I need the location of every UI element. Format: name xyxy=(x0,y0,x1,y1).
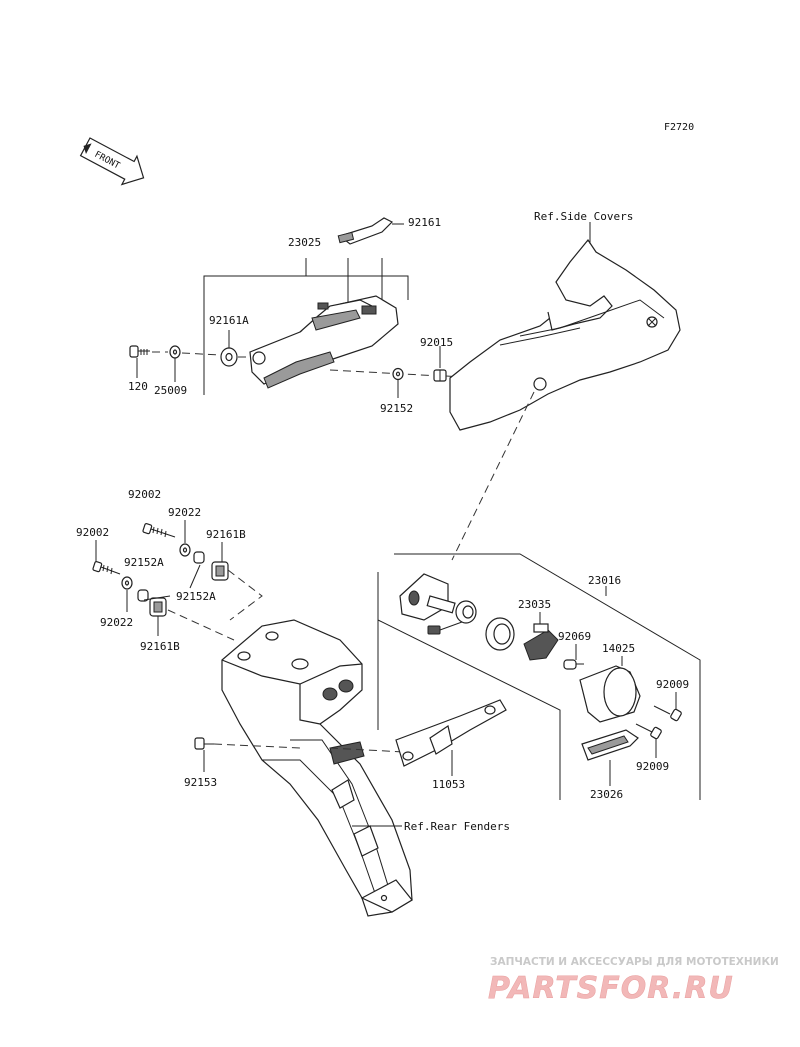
ref-side-cover-outline xyxy=(449,238,681,431)
label-92009-a: 92009 xyxy=(656,678,689,691)
label-11053: 11053 xyxy=(432,778,465,791)
label-92069: 92069 xyxy=(558,630,591,643)
label-23016: 23016 xyxy=(588,574,621,587)
axis-fasteners-lower xyxy=(167,609,235,641)
label-92022-a: 92022 xyxy=(168,506,201,519)
part-92161B-grommet-upper xyxy=(211,561,229,581)
label-92161A: 92161A xyxy=(209,314,249,327)
label-92002-a: 92002 xyxy=(128,488,161,501)
part-92153-screw xyxy=(194,737,214,750)
leader-92152A-upper xyxy=(189,564,201,589)
part-14025-lens xyxy=(579,665,641,723)
label-23035: 23035 xyxy=(518,598,551,611)
part-92002-bolt-lower xyxy=(92,561,121,575)
part-120-bolt xyxy=(129,345,150,358)
label-92152: 92152 xyxy=(380,402,413,415)
part-92022-washer-upper xyxy=(179,543,191,557)
part-license-plate-bracket xyxy=(221,619,413,917)
part-92069-bulb xyxy=(563,659,584,670)
label-14025: 14025 xyxy=(602,642,635,655)
part-92002-bolt-upper xyxy=(142,523,176,538)
leader-92152A-lower xyxy=(143,595,171,601)
part-taillight-mounting-flange xyxy=(399,573,456,621)
axis-fasteners-upper xyxy=(227,569,263,621)
part-wire-connector xyxy=(427,621,463,635)
front-direction-arrow-icon: FRONT xyxy=(79,137,145,186)
group-bracket-23016-mid xyxy=(377,619,561,800)
axis-cover-to-taillight xyxy=(451,391,535,561)
part-23026-reflector xyxy=(581,729,639,761)
label-ref-side-covers: Ref.Side Covers xyxy=(534,210,633,223)
label-120: 120 xyxy=(128,380,148,393)
label-ref-rear-fenders: Ref.Rear Fenders xyxy=(404,820,510,833)
label-92015: 92015 xyxy=(420,336,453,349)
label-92022-b: 92022 xyxy=(100,616,133,629)
figure-code: F2720 xyxy=(664,122,694,133)
label-23025: 23025 xyxy=(288,236,321,249)
label-92002-b: 92002 xyxy=(76,526,109,539)
label-25009: 25009 xyxy=(154,384,187,397)
part-23035-bulb-socket xyxy=(523,623,559,661)
group-bracket-23016-right xyxy=(394,553,701,800)
watermark-tagline: ЗАПЧАСТИ И АКСЕССУАРЫ ДЛЯ МОТОТЕХНИКИ xyxy=(490,956,779,968)
axis-92153 xyxy=(213,743,301,749)
part-92015-nut xyxy=(433,369,447,382)
label-92161B-a: 92161B xyxy=(206,528,246,541)
part-92152A-spacer-lower xyxy=(137,589,149,602)
label-92009-b: 92009 xyxy=(636,760,669,773)
axis-92152-92015 xyxy=(329,369,441,377)
part-92022-washer-lower xyxy=(121,576,133,590)
label-92153: 92153 xyxy=(184,776,217,789)
part-11053-plate-bracket xyxy=(395,699,507,767)
part-92009-screw-lower xyxy=(635,723,662,740)
watermark-brand: PARTSFOR.RU xyxy=(488,971,734,1006)
part-92161-rubber-tab xyxy=(337,217,394,245)
part-23025-grab-rail xyxy=(249,295,399,389)
part-92009-screw-upper xyxy=(653,705,682,722)
part-92161A-collar xyxy=(220,347,238,367)
axis-25009 xyxy=(181,352,221,356)
label-92152A-a: 92152A xyxy=(124,556,164,569)
part-92161B-grommet-lower xyxy=(149,597,167,617)
part-lens-ring xyxy=(485,617,515,651)
label-92152A-b: 92152A xyxy=(176,590,216,603)
label-23026: 23026 xyxy=(590,788,623,801)
part-taillight-socket xyxy=(455,600,477,624)
label-92161: 92161 xyxy=(408,216,441,229)
part-92152A-spacer-upper xyxy=(193,551,205,564)
label-92161B-b: 92161B xyxy=(140,640,180,653)
